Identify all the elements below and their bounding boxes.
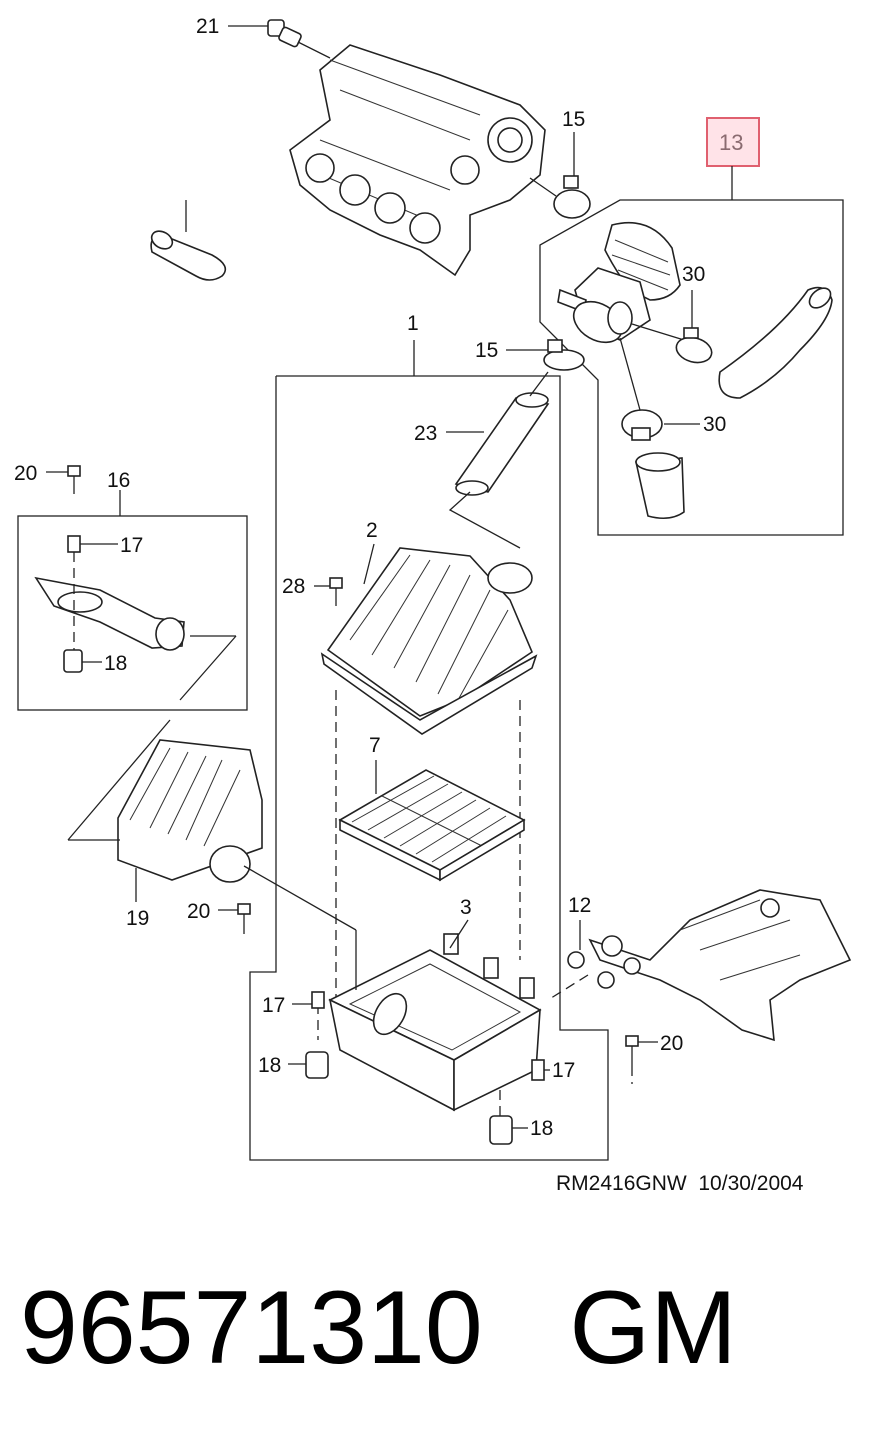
callout-30-top: 30 — [682, 263, 705, 286]
callout-20-left: 20 — [14, 462, 37, 485]
product-label: 96571310 GM — [20, 1276, 737, 1380]
callout-28: 28 — [282, 575, 305, 598]
clip-12: 12 — [567, 894, 615, 989]
sensor-21: 21 — [196, 15, 331, 59]
mounting-bracket — [588, 889, 852, 1042]
callout-13-highlight: 13 — [706, 117, 760, 200]
bushing-17-bottom-right: 17 — [531, 1059, 575, 1082]
sleeve-23: 23 — [414, 371, 550, 549]
air-filter-7: 7 — [338, 734, 526, 882]
callout-18-left: 18 — [104, 652, 127, 675]
callout-16: 16 — [107, 469, 130, 492]
grommet-18-bottom: 18 — [489, 1115, 553, 1145]
airbox-cover-2: 2 — [320, 519, 538, 735]
short-hose — [635, 452, 685, 520]
clamp-15-mid: 15 — [475, 339, 585, 371]
callout-17-left: 17 — [120, 534, 143, 557]
grommet-18-bottom-left: 18 — [258, 1051, 329, 1079]
diagram-date: 10/30/2004 — [698, 1172, 804, 1195]
callout-2: 2 — [366, 519, 378, 542]
screw-20-mid: 20 — [187, 900, 251, 934]
callout-19: 19 — [126, 907, 149, 930]
small-hose — [150, 200, 227, 281]
airbox-lower-3: 3 — [328, 896, 542, 1112]
clamp-30-top: 30 — [675, 263, 713, 364]
intake-manifold — [289, 44, 546, 277]
part-number: 96571310 — [20, 1270, 483, 1386]
curved-hose — [718, 286, 833, 399]
highlight-box — [706, 117, 760, 167]
callout-18-bottom: 18 — [530, 1117, 553, 1140]
brand-name: GM — [569, 1270, 737, 1386]
callout-17-bottom-left: 17 — [262, 994, 285, 1017]
callout-7: 7 — [369, 734, 381, 757]
group-16-frame: 16 17 18 — [17, 469, 248, 711]
screw-20-left: 20 — [14, 462, 81, 494]
callout-12: 12 — [568, 894, 591, 917]
callout-23: 23 — [414, 422, 437, 445]
callout-17-bottom-right: 17 — [552, 1059, 575, 1082]
screw-28: 28 — [282, 575, 343, 606]
callout-13: 13 — [719, 130, 743, 155]
callout-18-bottom-left: 18 — [258, 1054, 281, 1077]
callout-20-right: 20 — [660, 1032, 683, 1055]
diagram-reference: RM2416GNW 10/30/2004 — [556, 1172, 803, 1196]
callout-15-mid: 15 — [475, 339, 498, 362]
callout-3: 3 — [460, 896, 472, 919]
bushing-17-bottom-left: 17 — [262, 991, 325, 1017]
intake-duct — [557, 221, 685, 344]
clamp-30-mid: 30 — [619, 337, 726, 441]
resonator-19: 19 — [67, 719, 357, 990]
callout-15-top: 15 — [562, 108, 585, 131]
group-13-frame — [539, 199, 844, 536]
callout-30-mid: 30 — [703, 413, 726, 436]
clamp-15-top: 15 — [529, 108, 591, 219]
group-1-frame: 1 — [249, 312, 609, 1161]
callout-21: 21 — [196, 15, 219, 38]
reference-code: RM2416GNW — [556, 1172, 687, 1195]
callout-1: 1 — [407, 312, 419, 335]
screw-20-right: 20 — [625, 1032, 683, 1084]
callout-20-mid: 20 — [187, 900, 210, 923]
